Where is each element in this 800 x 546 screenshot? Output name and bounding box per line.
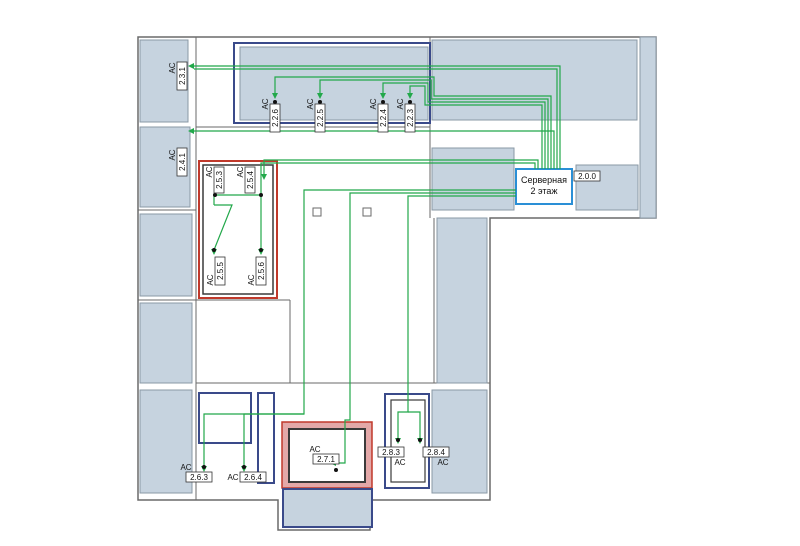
ap-2-2-3: 2.2.3 АС bbox=[396, 98, 416, 133]
svg-text:АС: АС bbox=[306, 98, 315, 109]
svg-text:АС: АС bbox=[205, 166, 214, 177]
svg-text:2.5.3: 2.5.3 bbox=[215, 171, 224, 189]
shaded-rooms bbox=[139, 36, 657, 494]
room-west-5 bbox=[139, 389, 193, 494]
svg-text:2.2.5: 2.2.5 bbox=[316, 109, 325, 127]
room-se-1 bbox=[431, 389, 488, 494]
svg-text:АС: АС bbox=[181, 463, 192, 472]
svg-text:АС: АС bbox=[206, 274, 215, 285]
ap-2-5-5: 2.5.5 АС bbox=[206, 256, 226, 285]
server-room-id-box bbox=[573, 170, 601, 182]
room-2-2 bbox=[233, 42, 431, 124]
svg-text:АС: АС bbox=[396, 98, 405, 109]
svg-text:2.7.1: 2.7.1 bbox=[317, 455, 335, 464]
ap-2-2-6: 2.2.6 АС bbox=[261, 98, 281, 133]
svg-text:2.8.3: 2.8.3 bbox=[382, 448, 400, 457]
room-2-7 bbox=[281, 421, 373, 528]
server-room-title-1: Серверная bbox=[521, 175, 567, 185]
svg-text:АС: АС bbox=[168, 149, 177, 160]
svg-text:АС: АС bbox=[261, 98, 270, 109]
room-east-1 bbox=[436, 217, 488, 384]
ap-2-2-4: 2.2.4 АС bbox=[369, 98, 389, 133]
room-ne-3 bbox=[575, 164, 639, 211]
room-west-3 bbox=[139, 213, 193, 297]
server-room: Серверная 2 этаж 2.0.0 bbox=[515, 168, 601, 205]
svg-text:АС: АС bbox=[236, 166, 245, 177]
cable-routes bbox=[194, 65, 561, 467]
svg-text:2.5.4: 2.5.4 bbox=[246, 171, 255, 189]
svg-text:2.6.4: 2.6.4 bbox=[244, 473, 262, 482]
room-2-8 bbox=[384, 393, 430, 489]
room-2-6 bbox=[198, 392, 275, 484]
svg-text:АС: АС bbox=[369, 98, 378, 109]
svg-text:2.5.5: 2.5.5 bbox=[216, 262, 225, 280]
svg-text:2.8.4: 2.8.4 bbox=[427, 448, 445, 457]
room-east-column bbox=[639, 36, 657, 219]
svg-text:2.6.3: 2.6.3 bbox=[190, 473, 208, 482]
columns bbox=[312, 207, 372, 217]
ap-2-7-1: АС 2.7.1 bbox=[310, 445, 340, 465]
server-room-title-2: 2 этаж bbox=[531, 186, 558, 196]
ap-2-5-3: 2.5.3 АС bbox=[205, 166, 225, 194]
svg-text:АС: АС bbox=[395, 458, 406, 467]
room-west-4 bbox=[139, 302, 193, 384]
svg-text:АС: АС bbox=[438, 458, 449, 467]
ap-2-2-5: 2.2.5 АС bbox=[306, 98, 326, 133]
ap-2-8-4: 2.8.4 АС bbox=[422, 446, 450, 467]
svg-text:2.3.1: 2.3.1 bbox=[178, 67, 187, 85]
server-room-id: 2.0.0 bbox=[578, 172, 596, 181]
server-room-box bbox=[515, 168, 573, 205]
svg-text:2.2.4: 2.2.4 bbox=[379, 109, 388, 127]
room-ne-1 bbox=[431, 39, 638, 121]
ap-2-6-3: АС 2.6.3 bbox=[181, 463, 213, 483]
svg-text:АС: АС bbox=[310, 445, 321, 454]
ap-2-4-1: 2.4.1 АС bbox=[168, 147, 188, 177]
svg-text:2.5.6: 2.5.6 bbox=[257, 262, 266, 280]
ap-2-3-1: 2.3.1 АС bbox=[168, 61, 188, 91]
svg-text:2.2.3: 2.2.3 bbox=[406, 109, 415, 127]
svg-text:АС: АС bbox=[228, 473, 239, 482]
svg-text:АС: АС bbox=[247, 274, 256, 285]
ap-2-6-4: АС 2.6.4 bbox=[228, 471, 267, 483]
svg-text:2.2.6: 2.2.6 bbox=[271, 109, 280, 127]
room-ne-2 bbox=[431, 147, 515, 211]
ap-2-8-3: 2.8.3 АС bbox=[377, 446, 406, 467]
room-2-5 bbox=[198, 160, 278, 299]
svg-text:АС: АС bbox=[168, 62, 177, 73]
access-point-dots bbox=[202, 100, 422, 472]
ap-2-5-4: 2.5.4 АС bbox=[236, 166, 256, 194]
svg-text:2.4.1: 2.4.1 bbox=[178, 153, 187, 171]
ap-2-5-6: 2.5.6 АС bbox=[247, 256, 267, 285]
